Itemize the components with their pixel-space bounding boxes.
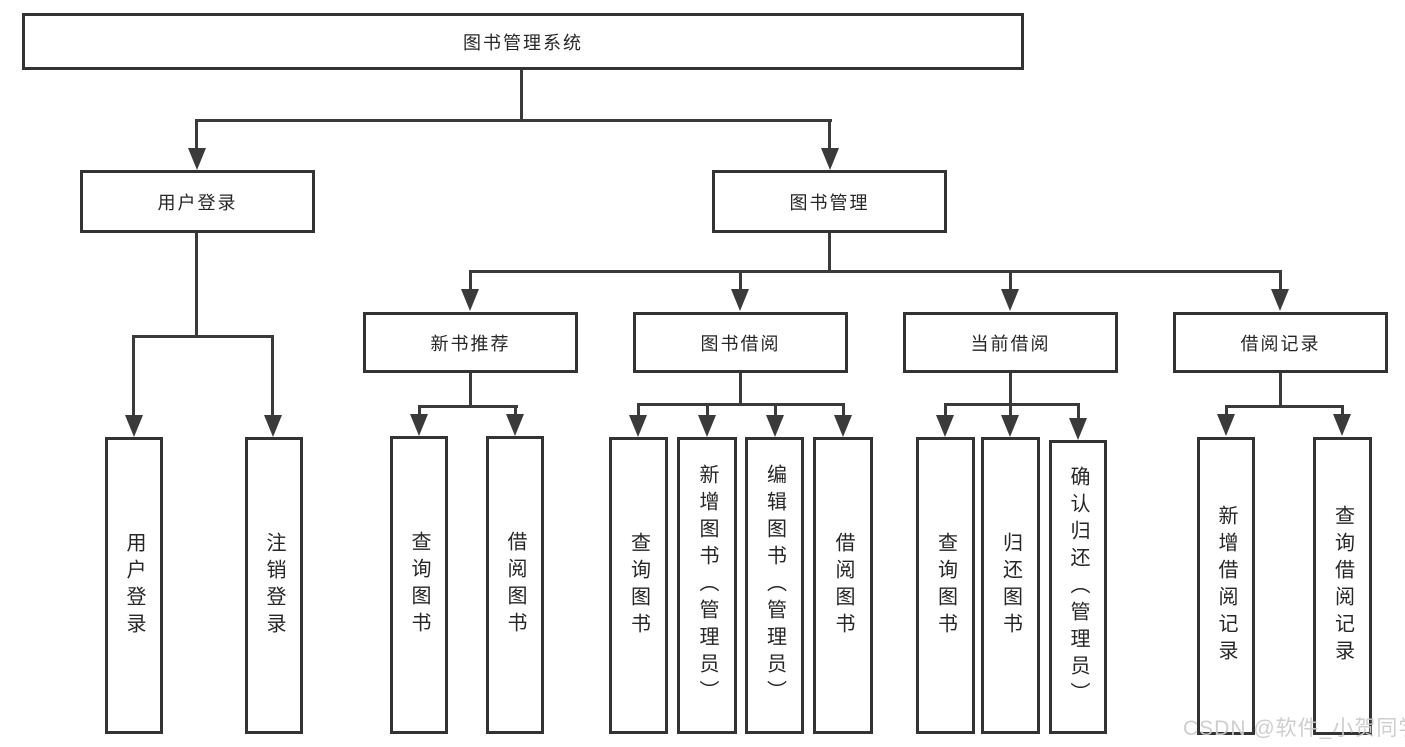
leaf-user-login-label: 用户登录 (123, 531, 145, 640)
connector-line (1009, 270, 1012, 291)
connector-line (418, 405, 518, 408)
connector-line (196, 119, 832, 122)
leaf-borrow-books-2-label: 借阅图书 (832, 531, 854, 640)
connector-line (1077, 403, 1080, 418)
connector-line (637, 403, 845, 406)
leaf-edit-books-admin-label: 编辑图书（管理员） (763, 464, 786, 707)
leaf-query-books-3-label: 查询图书 (934, 531, 957, 640)
connector-line (739, 373, 742, 406)
connector-line (514, 405, 517, 416)
leaf-query-borrow-record-label: 查询借阅记录 (1331, 505, 1354, 667)
connector-line (520, 70, 523, 121)
arrow-down-icon (188, 148, 206, 170)
connector-line (828, 233, 831, 273)
connector-line (469, 373, 472, 408)
connector-line (1225, 405, 1228, 416)
leaf-query-books-3: 查询图书 (916, 437, 975, 734)
connector-line (469, 270, 472, 291)
connector-line (195, 233, 198, 338)
leaf-add-borrow-record-label: 新增借阅记录 (1215, 505, 1237, 667)
node-new-book-recommend-label: 新书推荐 (430, 333, 511, 354)
node-root: 图书管理系统 (22, 13, 1024, 70)
leaf-query-books-2-label: 查询图书 (627, 531, 650, 640)
connector-line (1341, 405, 1344, 416)
arrow-down-icon (766, 415, 784, 437)
arrow-down-icon (1069, 418, 1087, 440)
leaf-return-books-label: 归还图书 (999, 531, 1022, 640)
arrow-down-icon (125, 415, 143, 437)
connector-line (1279, 373, 1282, 408)
arrow-down-icon (1001, 289, 1019, 311)
leaf-borrow-books-2: 借阅图书 (813, 437, 873, 734)
node-new-book-recommend: 新书推荐 (363, 312, 578, 373)
arrow-down-icon (1333, 414, 1351, 436)
arrow-down-icon (834, 415, 852, 437)
leaf-confirm-return-admin: 确认归还（管理员） (1049, 440, 1107, 734)
connector-line (418, 405, 421, 416)
leaf-borrow-books-1: 借阅图书 (486, 436, 544, 734)
node-root-label: 图书管理系统 (463, 32, 583, 53)
leaf-logout-label: 注销登录 (263, 531, 285, 640)
connector-line (1279, 270, 1282, 291)
arrow-down-icon (1271, 289, 1289, 311)
arrow-down-icon (936, 415, 954, 437)
node-user-login-label: 用户登录 (157, 192, 238, 213)
connector-line (132, 335, 135, 416)
connector-line (774, 403, 777, 416)
connector-line (944, 403, 1080, 406)
node-book-borrow: 图书借阅 (633, 312, 848, 373)
node-current-borrow-label: 当前借阅 (970, 333, 1051, 354)
leaf-add-borrow-record: 新增借阅记录 (1197, 437, 1255, 735)
connector-line (1225, 405, 1343, 408)
arrow-down-icon (1217, 414, 1235, 436)
node-borrow-records: 借阅记录 (1173, 312, 1388, 373)
leaf-query-borrow-record: 查询借阅记录 (1313, 437, 1372, 735)
node-book-management-label: 图书管理 (789, 192, 870, 213)
leaf-borrow-books-1-label: 借阅图书 (504, 531, 526, 639)
connector-line (195, 119, 198, 150)
node-user-login: 用户登录 (80, 170, 315, 233)
node-book-management: 图书管理 (712, 170, 947, 233)
leaf-query-books-1-label: 查询图书 (408, 531, 430, 639)
node-book-borrow-label: 图书借阅 (700, 333, 781, 354)
leaf-edit-books-admin: 编辑图书（管理员） (745, 437, 804, 734)
leaf-add-books-admin-label: 新增图书（管理员） (696, 464, 718, 707)
arrow-down-icon (731, 289, 749, 311)
arrow-down-icon (410, 414, 428, 436)
node-borrow-records-label: 借阅记录 (1240, 333, 1321, 354)
arrow-down-icon (264, 415, 282, 437)
leaf-query-books-2: 查询图书 (609, 437, 668, 734)
leaf-confirm-return-admin-label: 确认归还（管理员） (1067, 465, 1089, 709)
arrow-down-icon (821, 148, 839, 170)
connector-line (1009, 373, 1012, 406)
connector-line (271, 335, 274, 416)
csdn-watermark: CSDN @软件_小贺同学 (1183, 717, 1405, 740)
arrow-down-icon (506, 414, 524, 436)
node-current-borrow: 当前借阅 (903, 312, 1118, 373)
connector-line (1009, 403, 1012, 416)
connector-line (739, 270, 742, 291)
leaf-add-books-admin: 新增图书（管理员） (677, 437, 737, 734)
connector-line (706, 403, 709, 416)
connector-line (637, 403, 640, 416)
arrow-down-icon (629, 415, 647, 437)
leaf-return-books: 归还图书 (981, 437, 1040, 734)
connector-line (132, 335, 274, 338)
leaf-user-login: 用户登录 (105, 437, 163, 734)
leaf-query-books-1: 查询图书 (390, 436, 448, 734)
arrow-down-icon (1001, 415, 1019, 437)
arrow-down-icon (461, 289, 479, 311)
connector-line (944, 403, 947, 416)
connector-line (469, 270, 1282, 273)
connector-line (842, 403, 845, 416)
leaf-logout: 注销登录 (245, 437, 303, 734)
connector-line (828, 119, 831, 150)
arrow-down-icon (698, 415, 716, 437)
